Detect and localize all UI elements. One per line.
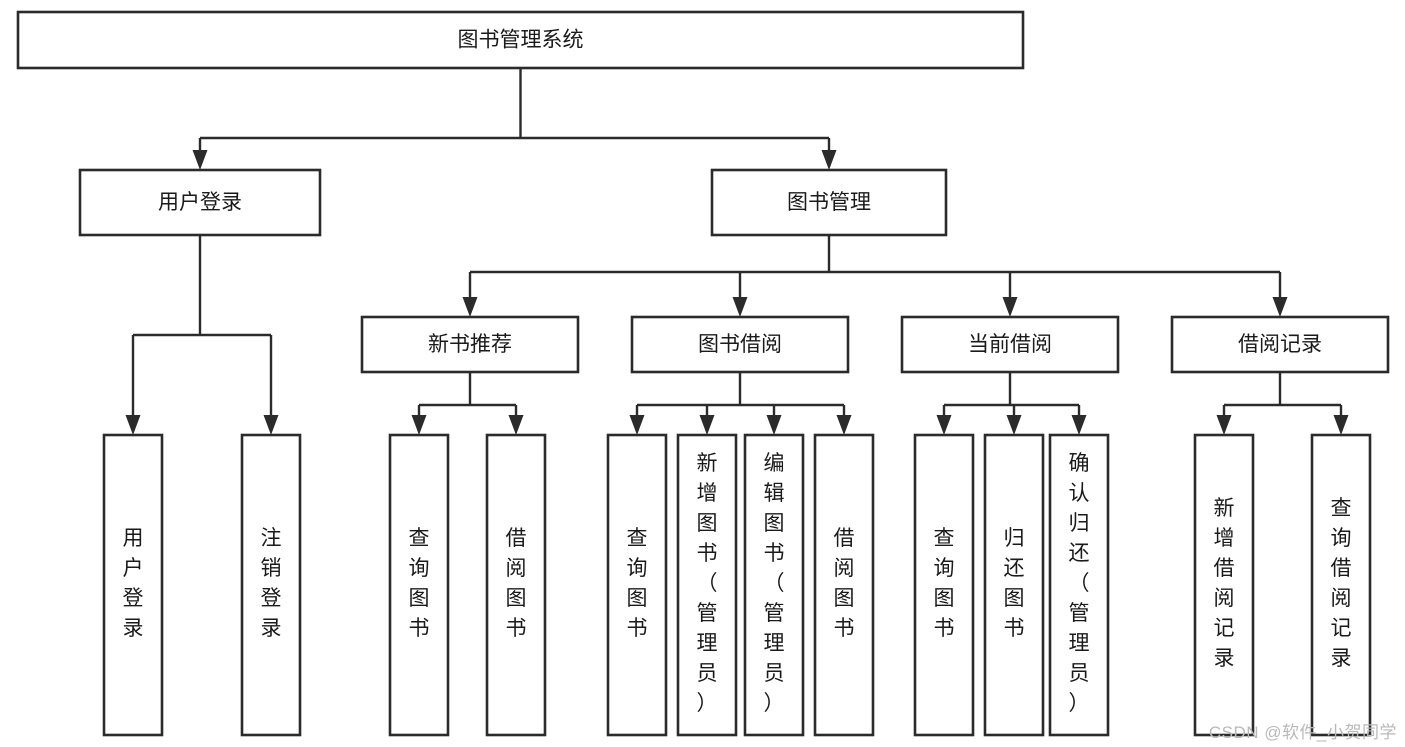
node-label: 图书借阅 [698,333,782,356]
nodes-layer: 图书管理系统用户登录图书管理新书推荐图书借阅当前借阅借阅记录用户登录注销登录查询… [16,10,1390,737]
node-label: 借阅图书 [834,527,855,640]
node-leaf_2[interactable]: 查询图书 [388,433,450,737]
node-box [240,433,302,737]
node-box [630,315,850,374]
node-l2_2[interactable]: 当前借阅 [900,315,1120,374]
node-l2_1[interactable]: 图书借阅 [630,315,850,374]
arrow-head-icon [411,415,427,435]
node-box [900,315,1120,374]
node-leaf_1[interactable]: 注销登录 [240,433,302,737]
node-box [913,433,975,737]
node-label: 图书管理 [787,191,871,214]
node-leaf_5[interactable]: 新增图书（管理员） [676,433,738,737]
arrow-head-icon [1071,415,1087,435]
node-label: 新增图书（管理员） [697,452,718,715]
node-leaf_0[interactable]: 用户登录 [102,433,164,737]
node-leaf_12[interactable]: 查询借阅记录 [1310,433,1372,737]
node-box [1193,433,1255,737]
arrow-head-icon [699,415,715,435]
node-box [102,433,164,737]
arrow-head-icon [1333,415,1349,435]
node-label: 用户登录 [123,527,144,640]
node-box [743,433,805,737]
node-label: 编辑图书（管理员） [764,452,785,715]
arrow-head-icon [1002,297,1018,317]
node-box [606,433,668,737]
node-label: 图书管理系统 [458,29,584,52]
arrow-head-icon [1272,297,1288,317]
node-leaf_8[interactable]: 查询图书 [913,433,975,737]
node-label: 查询图书 [627,527,648,640]
node-leaf_6[interactable]: 编辑图书（管理员） [743,433,805,737]
node-leaf_3[interactable]: 借阅图书 [485,433,547,737]
arrow-head-icon [508,415,524,435]
arrow-head-icon [766,415,782,435]
node-leaf_11[interactable]: 新增借阅记录 [1193,433,1255,737]
arrow-head-icon [836,415,852,435]
arrow-head-icon [629,415,645,435]
arrow-head-icon [192,150,208,170]
arrow-head-icon [1006,415,1022,435]
watermark-label: CSDN @软件_小贺同学 [1208,723,1397,742]
node-label: 当前借阅 [968,333,1052,356]
arrow-head-icon [732,297,748,317]
node-l1_0[interactable]: 用户登录 [78,168,322,237]
node-box [1310,433,1372,737]
node-label: 用户登录 [158,191,242,214]
node-label: 查询借阅记录 [1331,497,1352,670]
node-leaf_7[interactable]: 借阅图书 [813,433,875,737]
node-label: 归还图书 [1004,527,1025,640]
node-label: 查询图书 [934,527,955,640]
arrow-head-icon [462,297,478,317]
edges-layer [125,68,1349,435]
node-box [813,433,875,737]
node-box [388,433,450,737]
node-box [16,10,1025,70]
arrow-head-icon [1216,415,1232,435]
node-box [676,433,738,737]
node-box [983,433,1045,737]
node-root[interactable]: 图书管理系统 [16,10,1025,70]
node-leaf_4[interactable]: 查询图书 [606,433,668,737]
node-label: 确认归还（管理员） [1069,452,1090,715]
node-leaf_10[interactable]: 确认归还（管理员） [1048,433,1110,737]
node-leaf_9[interactable]: 归还图书 [983,433,1045,737]
node-box [485,433,547,737]
arrow-head-icon [821,150,837,170]
arrow-head-icon [125,415,141,435]
node-label: 新增借阅记录 [1214,497,1235,670]
node-label: 借阅图书 [506,527,527,640]
node-box [710,168,948,237]
node-label: 借阅记录 [1238,333,1322,356]
node-box [1170,315,1390,374]
node-l2_0[interactable]: 新书推荐 [360,315,580,374]
node-l2_3[interactable]: 借阅记录 [1170,315,1390,374]
node-label: 查询图书 [409,527,430,640]
node-l1_1[interactable]: 图书管理 [710,168,948,237]
arrow-head-icon [263,415,279,435]
arrow-head-icon [936,415,952,435]
node-label: 注销登录 [261,527,282,640]
node-box [78,168,322,237]
node-box [1048,433,1110,737]
node-box [360,315,580,374]
node-label: 新书推荐 [428,333,512,356]
